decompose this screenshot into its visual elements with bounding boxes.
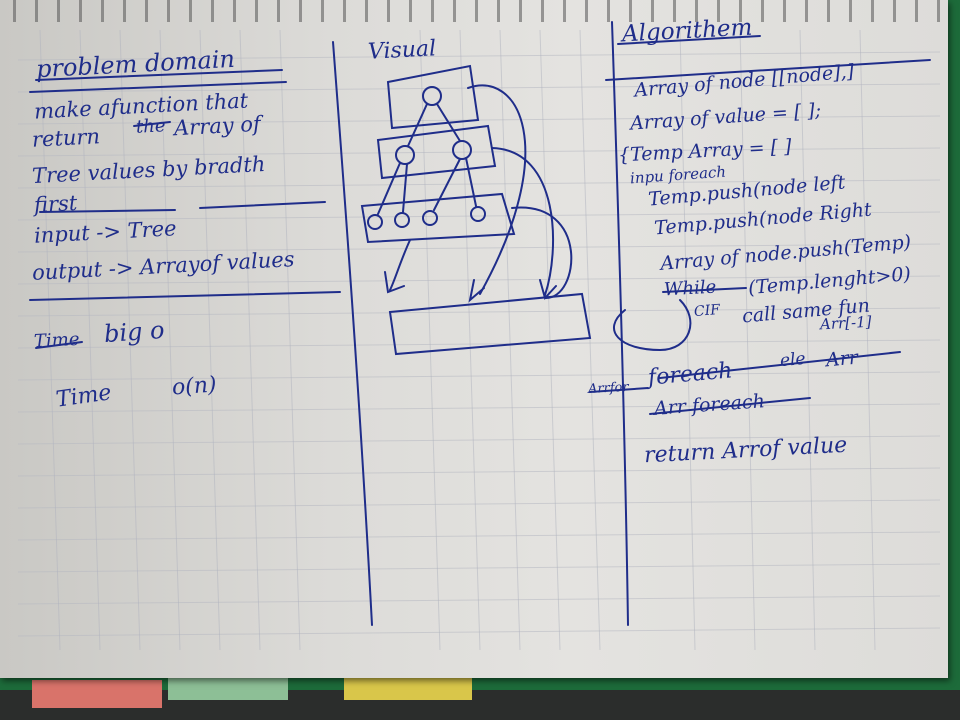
visual-heading: Visual (367, 36, 437, 65)
spiral-binding (0, 0, 948, 22)
column-divider-left (332, 41, 373, 626)
big-o-heading: big o (103, 315, 166, 349)
struck-word-while: While (663, 276, 717, 301)
problem-line-2: return (31, 124, 101, 152)
problem-line-4: first (33, 190, 78, 218)
struck-word-time: Time (33, 328, 80, 353)
page-rules (17, 51, 941, 637)
algo-line-11b: Arr (825, 346, 859, 372)
ink-strokes (29, 21, 931, 626)
algo-line-8b: CIF (693, 301, 721, 321)
result-array-box (388, 292, 592, 356)
tree-diagram (360, 64, 592, 356)
time-complexity: o(n) (171, 372, 218, 401)
struck-word-ele: ele (779, 348, 807, 372)
struck-word-the: the (135, 115, 166, 138)
problem-line-2b: Array of (173, 111, 262, 141)
section-divider (29, 291, 341, 301)
struck-word-arrfor: Arrfor (587, 379, 630, 398)
tab-red (32, 680, 162, 708)
algo-line-10: Arr[-1] (819, 312, 872, 334)
